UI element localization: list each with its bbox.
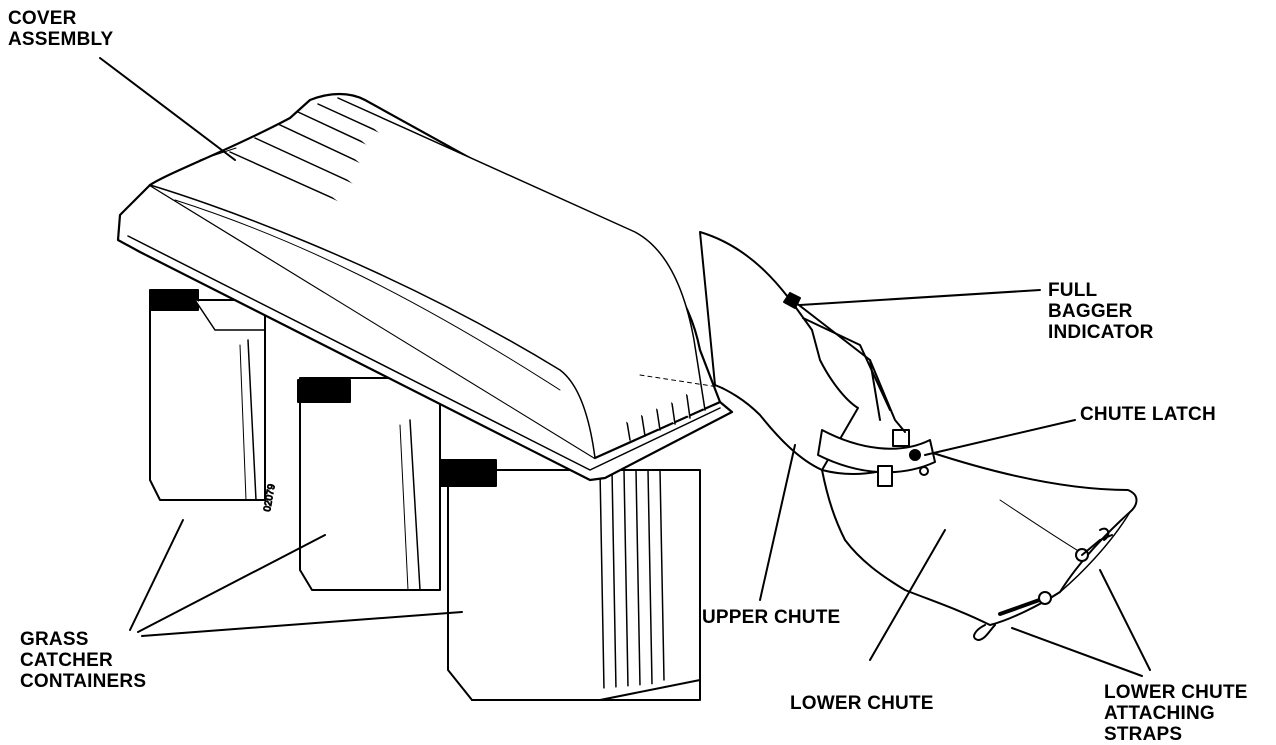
bin-right (439, 459, 701, 701)
lower-chute (821, 451, 1138, 626)
full-bagger-indicator-rod (783, 292, 906, 433)
chute-latch-band (817, 429, 936, 474)
cover-assembly-shape (116, 92, 734, 482)
bin-middle (297, 377, 441, 591)
label-chute-latch: CHUTE LATCH (1080, 404, 1216, 425)
chute-latch-hardware (877, 429, 929, 487)
label-cover-assembly: COVER ASSEMBLY (8, 8, 114, 50)
attaching-straps (973, 527, 1113, 641)
label-lower-chute: LOWER CHUTE (790, 693, 934, 714)
upper-chute (699, 231, 859, 471)
part-number: 02079 (262, 483, 278, 513)
leader-lines (99, 57, 1151, 677)
label-upper-chute: UPPER CHUTE (702, 607, 841, 628)
label-full-bagger-indicator: FULL BAGGER INDICATOR (1048, 280, 1154, 343)
label-lower-chute-attaching-straps: LOWER CHUTE ATTACHING STRAPS (1104, 682, 1248, 745)
bin-left (149, 289, 266, 501)
alignment-dash (639, 374, 726, 389)
label-grass-catcher-containers: GRASS CATCHER CONTAINERS (20, 629, 147, 692)
